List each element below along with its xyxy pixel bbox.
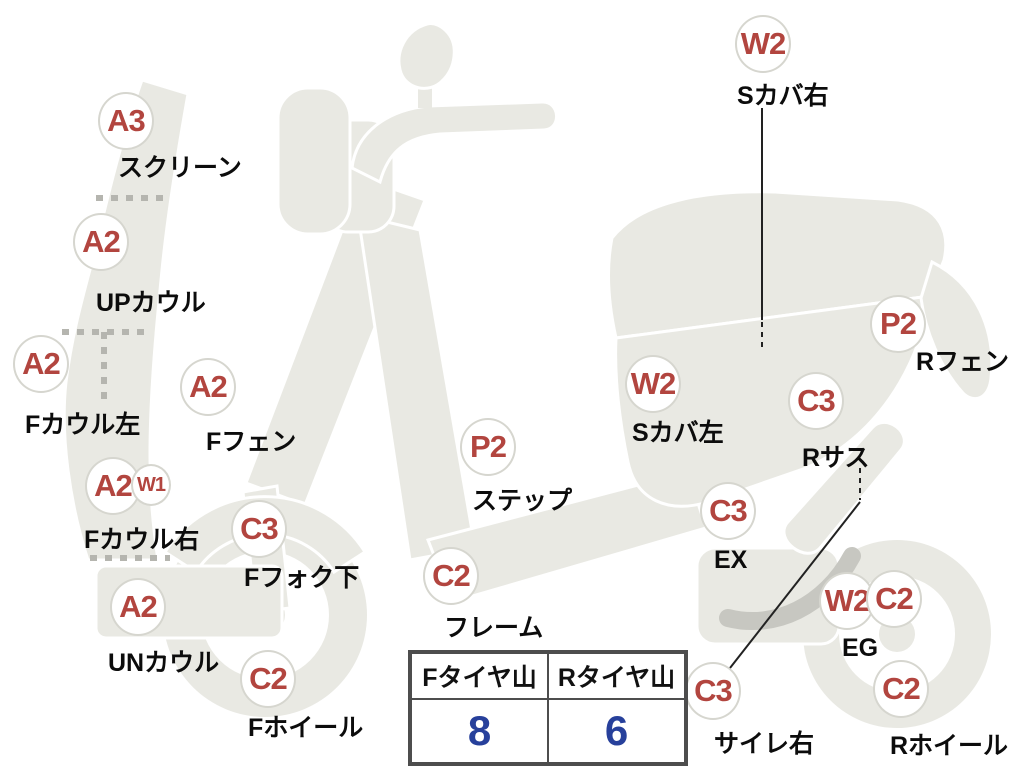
- badge-r-sus: C3: [788, 372, 844, 430]
- badge-screen: A3: [98, 92, 154, 150]
- badge-frame: C2: [423, 547, 479, 605]
- label-f-fender: Fフェン: [206, 428, 297, 456]
- badge-ex: C3: [700, 482, 756, 540]
- mirror: [397, 22, 456, 90]
- badge-un-cowl: A2: [110, 578, 166, 636]
- label-step: ステップ: [472, 487, 573, 515]
- badge-f-cowl-right-w1: W1: [131, 464, 171, 506]
- label-un-cowl: UNカウル: [108, 649, 220, 677]
- label-r-wheel: Rホイール: [890, 732, 1009, 760]
- label-f-cowl-right: Fカウル右: [84, 526, 200, 554]
- rear-tread-value: 6: [548, 699, 685, 763]
- badge-r-wheel: C2: [873, 660, 929, 718]
- label-s-cover-right: Sカバ右: [737, 82, 829, 110]
- rear-fender: [919, 259, 994, 401]
- label-f-cowl-left: Fカウル左: [25, 411, 141, 439]
- label-up-cowl: UPカウル: [96, 289, 206, 317]
- handlebar: [350, 100, 558, 185]
- label-frame: フレーム: [444, 614, 544, 642]
- label-ex: EX: [714, 546, 748, 574]
- label-silencer-right: サイレ右: [714, 730, 815, 758]
- leader-line-silencer-right: [729, 468, 861, 669]
- label-r-sus: Rサス: [802, 444, 870, 472]
- badge-eg-w2: W2: [819, 572, 875, 630]
- label-f-fork-lower: Fフォク下: [244, 564, 360, 592]
- label-r-fender: Rフェン: [916, 348, 1010, 376]
- seat: [607, 190, 948, 340]
- tire-tread-table: Fタイヤ山 Rタイヤ山 8 6: [408, 650, 688, 766]
- badge-s-cover-right: W2: [735, 15, 791, 73]
- label-f-wheel: Fホイール: [248, 714, 364, 742]
- label-s-cover-left: Sカバ左: [632, 419, 724, 447]
- badge-f-fork-lower: C3: [231, 500, 287, 558]
- side-cover-body: [614, 294, 932, 508]
- badge-up-cowl: A2: [73, 213, 129, 271]
- label-screen: スクリーン: [118, 154, 242, 182]
- badge-f-wheel: C2: [240, 650, 296, 708]
- badge-s-cover-left: W2: [625, 355, 681, 413]
- badge-eg-c2: C2: [866, 570, 922, 628]
- separation-dotted-lines: [62, 195, 170, 561]
- front-cover: [276, 86, 352, 236]
- rear-tread-header: Rタイヤ山: [548, 653, 685, 699]
- front-tread-value: 8: [411, 699, 548, 763]
- badge-f-cowl-left: A2: [13, 335, 69, 393]
- badge-r-fender: P2: [870, 295, 926, 353]
- front-tread-header: Fタイヤ山: [411, 653, 548, 699]
- badge-f-fender: A2: [180, 358, 236, 416]
- label-eg: EG: [842, 634, 879, 662]
- frame-tube: [356, 213, 477, 562]
- badge-silencer-right: C3: [685, 662, 741, 720]
- badge-step: P2: [460, 418, 516, 476]
